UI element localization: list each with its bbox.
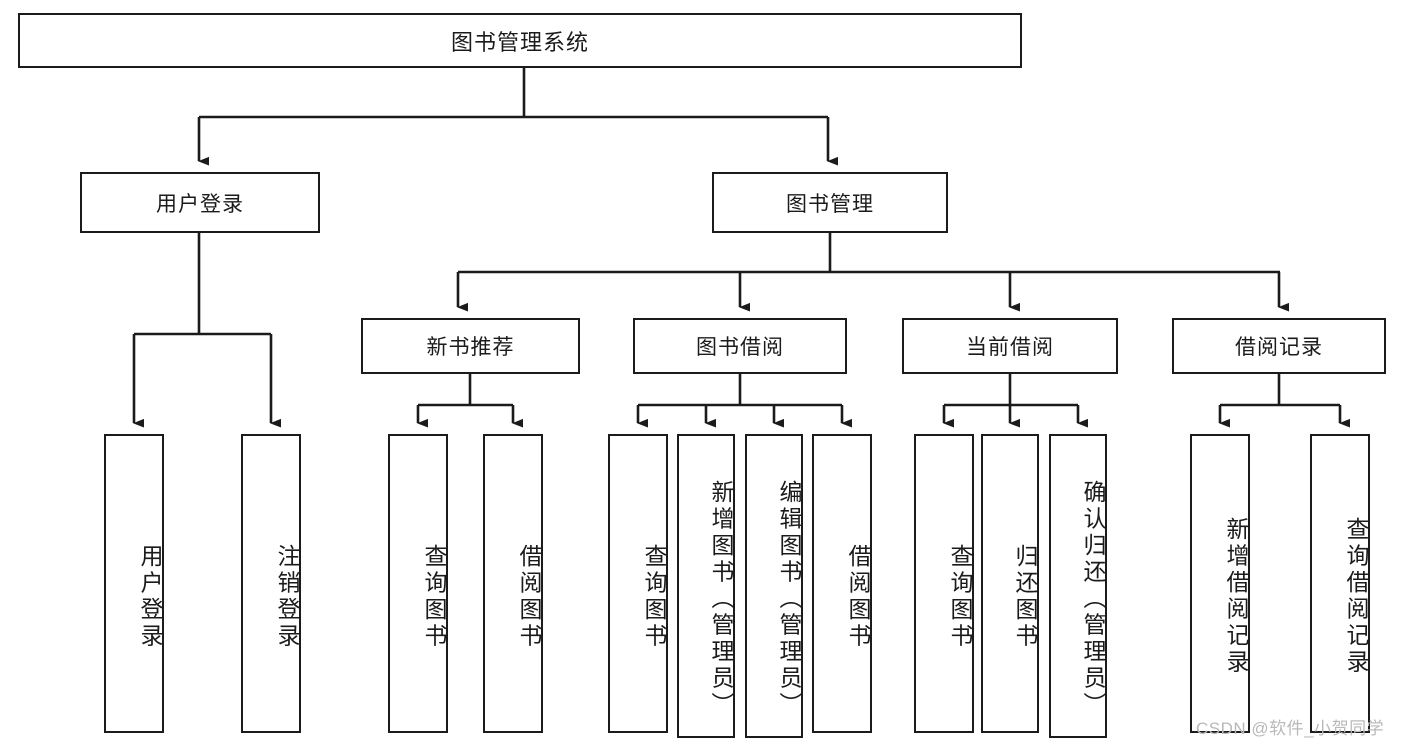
node-book-manage-label: 图书管理 [786,192,874,216]
node-leaf-borrow-book-2-label: 借阅图书 [845,543,871,650]
node-leaf-query-book-1-label: 查询图书 [421,543,447,650]
node-leaf-add-record[interactable]: 新增借阅记录 [1190,434,1250,733]
node-user-login[interactable]: 用户登录 [80,172,320,233]
node-leaf-logout-label: 注销登录 [274,543,300,650]
node-leaf-user-login-label: 用户登录 [137,543,163,650]
node-new-book-recommend[interactable]: 新书推荐 [361,318,580,374]
node-borrow-record-label: 借阅记录 [1235,336,1323,359]
node-leaf-query-book-2[interactable]: 查询图书 [608,434,668,733]
node-leaf-logout[interactable]: 注销登录 [241,434,301,733]
node-leaf-confirm-return[interactable]: 确认归还（管理员） [1049,434,1107,738]
node-book-borrow-label: 图书借阅 [696,336,784,359]
node-leaf-user-login[interactable]: 用户登录 [104,434,164,733]
node-root[interactable]: 图书管理系统 [18,13,1022,68]
node-book-manage[interactable]: 图书管理 [712,172,948,233]
node-leaf-return-book-label: 归还图书 [1012,543,1038,650]
node-user-login-label: 用户登录 [156,192,244,216]
node-root-label: 图书管理系统 [450,29,589,55]
node-leaf-edit-book[interactable]: 编辑图书（管理员） [745,434,803,738]
node-leaf-query-book-3-label: 查询图书 [947,543,973,650]
node-current-borrow-label: 当前借阅 [966,336,1054,359]
node-book-borrow[interactable]: 图书借阅 [633,318,847,374]
node-leaf-query-record-label: 查询借阅记录 [1343,517,1369,676]
node-leaf-add-book[interactable]: 新增图书（管理员） [677,434,735,738]
node-leaf-query-book-1[interactable]: 查询图书 [388,434,448,733]
node-leaf-add-book-label: 新增图书（管理员） [708,479,734,719]
node-borrow-record[interactable]: 借阅记录 [1172,318,1386,374]
node-leaf-query-book-2-label: 查询图书 [641,543,667,650]
node-current-borrow[interactable]: 当前借阅 [902,318,1118,374]
node-leaf-query-record[interactable]: 查询借阅记录 [1310,434,1370,733]
node-leaf-add-record-label: 新增借阅记录 [1223,517,1249,676]
node-leaf-borrow-book-1-label: 借阅图书 [516,543,542,650]
node-leaf-edit-book-label: 编辑图书（管理员） [776,479,802,719]
node-leaf-query-book-3[interactable]: 查询图书 [914,434,974,733]
node-leaf-borrow-book-2[interactable]: 借阅图书 [812,434,872,733]
node-leaf-confirm-return-label: 确认归还（管理员） [1080,479,1106,719]
node-leaf-return-book[interactable]: 归还图书 [981,434,1039,733]
node-leaf-borrow-book-1[interactable]: 借阅图书 [483,434,543,733]
csdn-watermark: CSDN @软件_小贺同学 [1196,719,1385,738]
node-new-book-recommend-label: 新书推荐 [426,336,515,359]
